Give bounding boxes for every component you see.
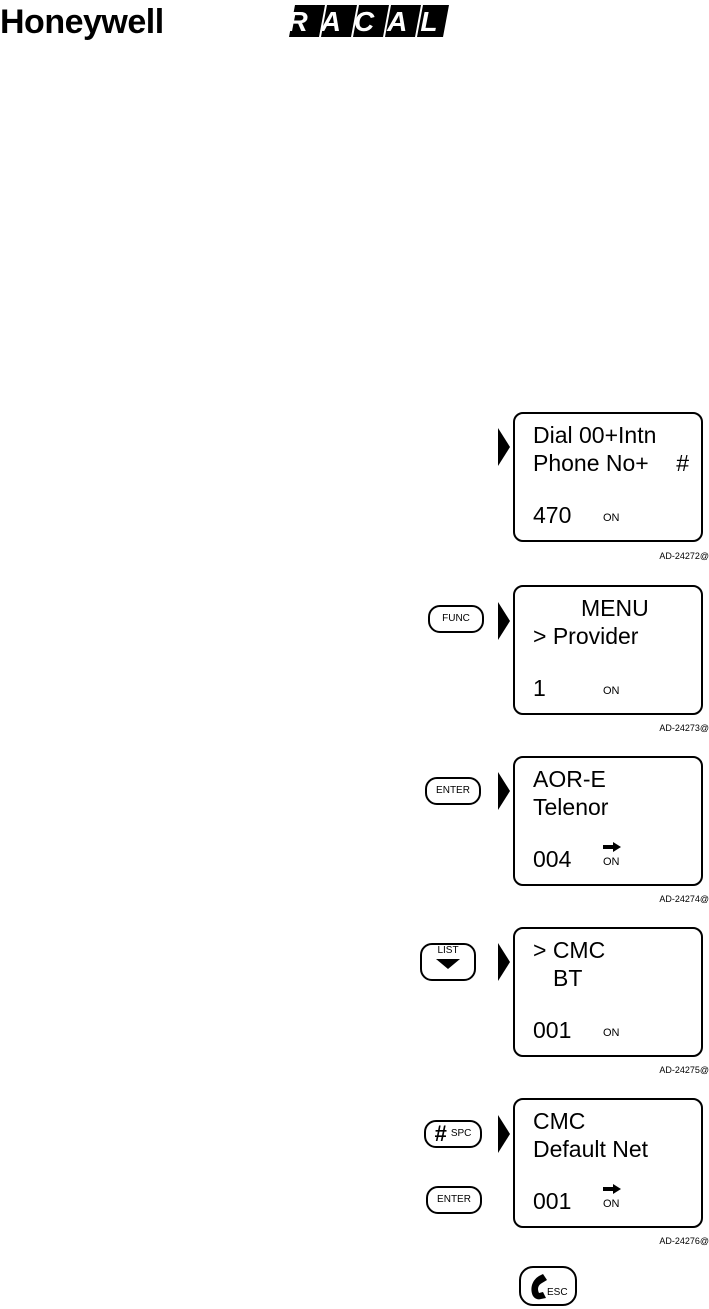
display-screen-4: > CMC BT 001 ON <box>513 927 703 1057</box>
status-on: ON <box>603 1198 620 1210</box>
figure-ref-3: AD-24274@ <box>600 894 709 905</box>
hash-symbol: # <box>435 1122 447 1146</box>
screen-line-1: Dial 00+Intn <box>533 422 656 448</box>
screen-line-1: MENU <box>581 595 649 621</box>
display-screen-3: AOR-E Telenor 004 ON <box>513 756 703 886</box>
pointer-triangle-icon <box>498 1115 510 1153</box>
enter-key[interactable]: ENTER <box>426 1186 482 1214</box>
honeywell-logo: Honeywell <box>0 2 164 42</box>
screen-number: 001 <box>533 1188 571 1214</box>
screen-line-2: Telenor <box>533 794 608 820</box>
spc-label: SPC <box>451 1122 472 1146</box>
status-on: ON <box>603 1027 620 1039</box>
display-screen-5: CMC Default Net 001 ON <box>513 1098 703 1228</box>
screen-number: 1 <box>533 675 546 701</box>
figure-ref-4: AD-24275@ <box>600 1065 709 1076</box>
list-key[interactable]: LIST <box>420 943 476 981</box>
hash-spc-key[interactable]: # SPC <box>424 1120 482 1148</box>
racal-logo: RACAL <box>287 3 450 39</box>
esc-key[interactable]: ESC <box>519 1266 577 1306</box>
pointer-triangle-icon <box>498 943 510 981</box>
screen-number: 004 <box>533 846 571 872</box>
screen-line-1: AOR-E <box>533 766 606 792</box>
display-screen-2: MENU > Provider 1 ON <box>513 585 703 715</box>
figure-ref-2: AD-24273@ <box>600 723 709 734</box>
list-key-label: LIST <box>437 945 458 956</box>
hash-indicator: # <box>676 450 689 476</box>
screen-number: 001 <box>533 1017 571 1043</box>
arrow-right-icon <box>603 1184 621 1194</box>
screen-line-2: Default Net <box>533 1136 648 1162</box>
status-on: ON <box>603 685 620 697</box>
func-key[interactable]: FUNC <box>428 605 484 633</box>
enter-key[interactable]: ENTER <box>425 777 481 805</box>
racal-logo-text: RACAL <box>288 6 451 37</box>
esc-label: ESC <box>547 1287 568 1299</box>
pointer-triangle-icon <box>498 772 510 810</box>
screen-number: 470 <box>533 502 571 528</box>
screen-line-1: > CMC <box>533 937 605 963</box>
pointer-triangle-icon <box>498 602 510 640</box>
screen-line-2: > Provider <box>533 623 638 649</box>
arrow-right-icon <box>603 842 621 852</box>
display-screen-1: Dial 00+Intn Phone No+ # 470 ON <box>513 412 703 542</box>
screen-line-2: BT <box>553 965 582 991</box>
pointer-triangle-icon <box>498 428 510 466</box>
figure-ref-5: AD-24276@ <box>600 1236 709 1247</box>
screen-line-2: Phone No+ <box>533 450 649 476</box>
status-on: ON <box>603 856 620 868</box>
screen-line-1: CMC <box>533 1108 585 1134</box>
status-on: ON <box>603 512 620 524</box>
list-down-triangle-icon <box>436 959 460 969</box>
figure-ref-1: AD-24272@ <box>600 551 709 562</box>
